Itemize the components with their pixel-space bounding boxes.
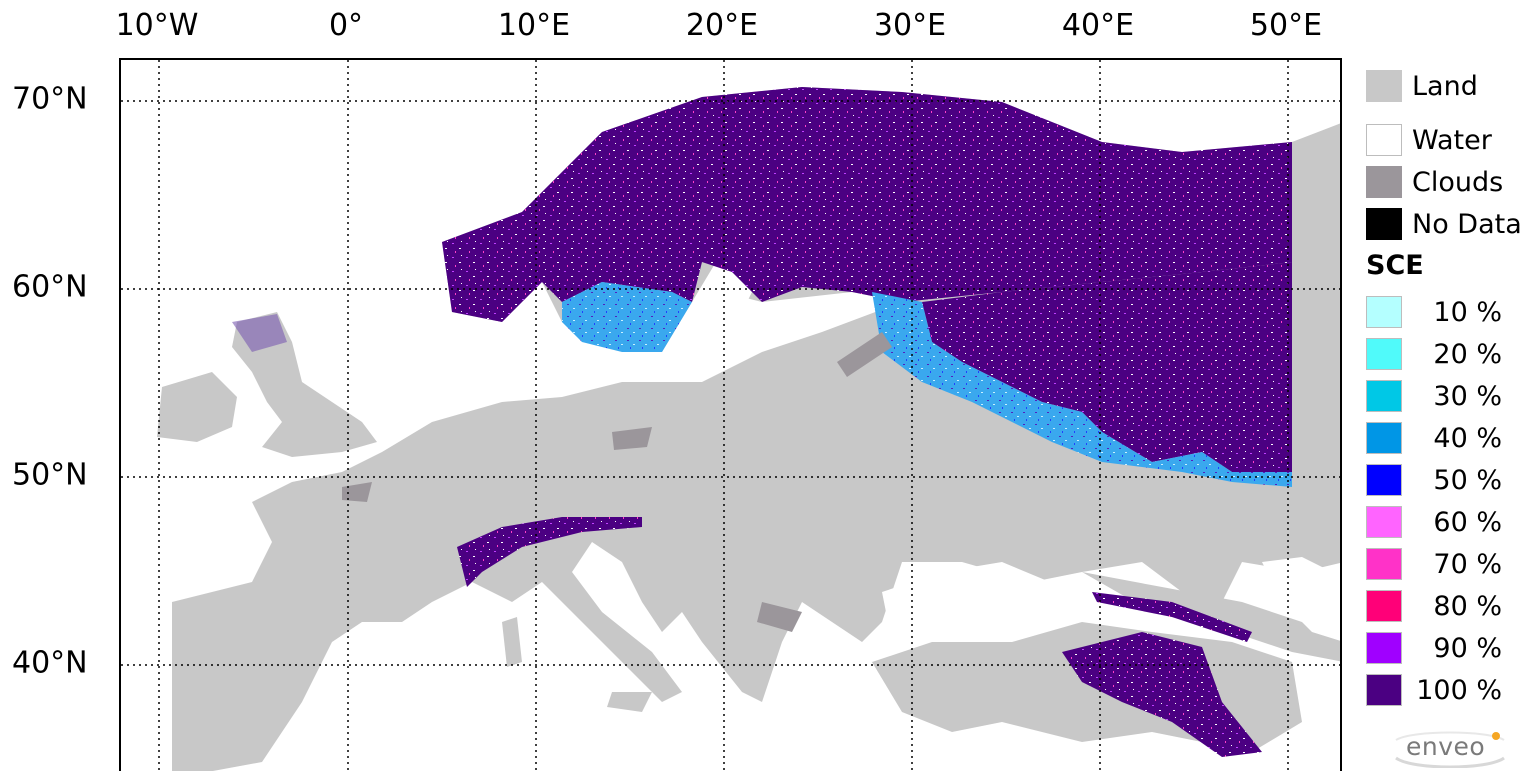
land-ireland	[157, 372, 237, 442]
legend-item-land: Land	[1366, 68, 1478, 104]
enveo-logo	[1395, 731, 1505, 768]
legend-item-sce-90: 90 %	[1366, 630, 1502, 666]
legend-swatch-sce-10	[1366, 296, 1402, 328]
legend-item-water: Water	[1366, 122, 1492, 158]
legend-item-clouds: Clouds	[1366, 164, 1503, 200]
legend-item-sce-10: 10 %	[1366, 294, 1502, 330]
legend-swatch-water	[1366, 124, 1402, 156]
land-britain	[232, 312, 377, 457]
snow-caucasus	[1092, 592, 1252, 642]
lon-label-0: 0°	[328, 8, 364, 43]
land-islands	[502, 617, 652, 712]
logo-text: enveo	[1406, 732, 1486, 761]
snow-scotland	[232, 314, 287, 352]
snow-south-sweden	[562, 282, 692, 352]
map-panel[interactable]	[119, 58, 1342, 771]
legend-label-sce-20: 20 %	[1433, 338, 1502, 370]
legend-label-sce-70: 70 %	[1433, 548, 1502, 580]
lat-label-60n: 60°N	[12, 269, 88, 305]
cloud-patch-2	[757, 602, 802, 632]
lon-label-40e: 40°E	[1061, 8, 1135, 43]
legend-item-sce-80: 80 %	[1366, 588, 1502, 624]
legend-swatch-no-data	[1366, 208, 1402, 240]
legend-swatch-sce-20	[1366, 338, 1402, 370]
legend-label-sce-50: 50 %	[1433, 464, 1502, 496]
lon-label-30e: 30°E	[873, 8, 947, 43]
legend-swatch-sce-90	[1366, 632, 1402, 664]
legend-item-sce-20: 20 %	[1366, 336, 1502, 372]
legend-label-sce-90: 90 %	[1433, 632, 1502, 664]
snow-transition	[872, 292, 1292, 487]
legend-swatch-sce-100	[1366, 674, 1402, 706]
legend-swatch-sce-30	[1366, 380, 1402, 412]
lon-label-50e: 50°E	[1249, 8, 1323, 43]
legend-sce-title: SCE	[1366, 250, 1424, 281]
cloud-patch-1	[837, 332, 892, 377]
land-caucasus	[1082, 572, 1340, 662]
logo-sun-icon	[1492, 732, 1500, 740]
legend-swatch-land	[1366, 70, 1402, 102]
legend-swatch-clouds	[1366, 166, 1402, 198]
legend-label-water: Water	[1412, 124, 1492, 156]
legend-item-no-data: No Data	[1366, 206, 1522, 242]
lon-label-20e: 20°E	[685, 8, 759, 43]
legend-item-sce-30: 30 %	[1366, 378, 1502, 414]
snow-scandinavia	[442, 87, 1292, 322]
legend-label-clouds: Clouds	[1412, 166, 1504, 198]
lat-label-50n: 50°N	[12, 457, 88, 493]
water-black-sea	[882, 562, 1092, 642]
lon-label-10w: 10°W	[115, 8, 199, 43]
cloud-patch-4	[612, 427, 652, 450]
snow-layer	[232, 87, 1292, 757]
legend-swatch-sce-50	[1366, 464, 1402, 496]
snow-turkey-east	[1062, 632, 1262, 757]
legend-swatch-sce-70	[1366, 548, 1402, 580]
lon-label-10e: 10°E	[497, 8, 571, 43]
cloud-patch-3	[342, 482, 372, 502]
lat-label-70n: 70°N	[12, 81, 88, 117]
legend-swatch-sce-80	[1366, 590, 1402, 622]
legend-swatch-sce-60	[1366, 506, 1402, 538]
water-caspian	[1262, 557, 1340, 641]
lat-label-40n: 40°N	[12, 645, 88, 681]
legend-label-sce-40: 40 %	[1433, 422, 1502, 454]
snow-cover-map	[121, 60, 1340, 771]
legend-item-sce-70: 70 %	[1366, 546, 1502, 582]
legend-label-sce-100: 100 %	[1416, 674, 1502, 706]
legend-item-sce-100: 100 %	[1366, 672, 1502, 708]
legend-label-sce-80: 80 %	[1433, 590, 1502, 622]
legend-label-sce-60: 60 %	[1433, 506, 1502, 538]
legend-item-sce-50: 50 %	[1366, 462, 1502, 498]
snow-russia	[922, 262, 1292, 472]
legend-label-no-data: No Data	[1412, 208, 1522, 240]
legend-label-sce-10: 10 %	[1433, 296, 1502, 328]
legend-item-sce-40: 40 %	[1366, 420, 1502, 456]
legend-swatch-sce-40	[1366, 422, 1402, 454]
snow-alps	[457, 517, 642, 587]
legend-label-land: Land	[1412, 70, 1478, 102]
legend-item-sce-60: 60 %	[1366, 504, 1502, 540]
graticule	[121, 60, 1340, 771]
legend-label-sce-30: 30 %	[1433, 380, 1502, 412]
cloud-layer	[342, 332, 892, 632]
